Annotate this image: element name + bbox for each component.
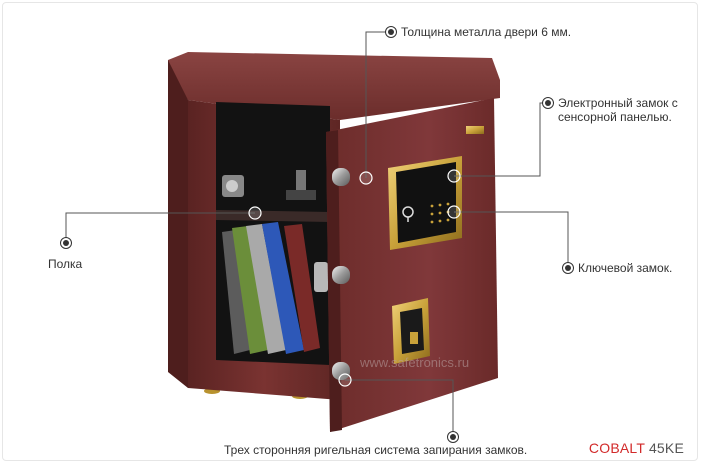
interior-contents <box>222 170 328 354</box>
radio-dot-icon <box>542 97 554 109</box>
callout-markers <box>60 26 574 443</box>
label-shelf: Полка <box>48 257 83 271</box>
label-electronic-lock-line1: Электронный замок с <box>558 96 678 110</box>
safe-door <box>326 98 498 432</box>
frame-border <box>2 2 698 461</box>
label-electronic-lock-line2: сенсорной панелью. <box>558 110 672 124</box>
electronic-lock-panel <box>388 156 462 250</box>
brand-mark: COBALT 45KE <box>589 440 684 456</box>
label-key-lock: Ключевой замок. <box>578 261 673 275</box>
radio-dot-icon <box>60 237 72 249</box>
brand-name: COBALT <box>588 440 645 456</box>
label-bolt-system: Трех сторонняя ригельная система запиран… <box>224 443 528 457</box>
leader-lines <box>65 31 569 437</box>
radio-dot-icon <box>447 431 459 443</box>
watermark: www.safetronics.ru <box>360 355 470 370</box>
radio-dot-icon <box>562 262 574 274</box>
label-metal-thickness: Толщина металла двери 6 мм. <box>401 25 572 39</box>
radio-dot-icon <box>385 26 397 38</box>
brand-model: 45KE <box>648 440 684 456</box>
key-lock-mechanism <box>392 298 430 364</box>
